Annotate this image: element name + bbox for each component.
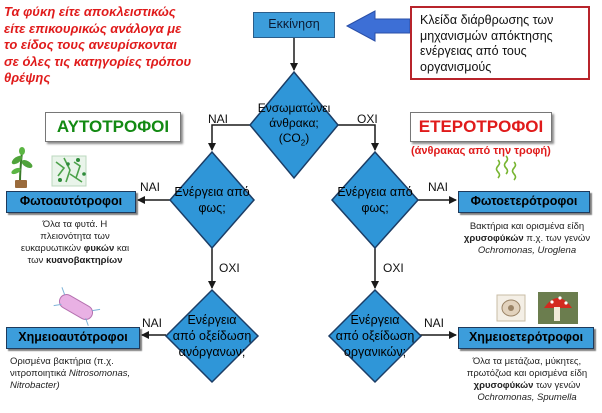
mushroom-icon bbox=[538, 292, 578, 324]
yes-label-inorganic: ΝΑΙ bbox=[142, 316, 163, 330]
question-line: Ενέργεια bbox=[350, 313, 400, 327]
photoheterotrophs-description: Βακτήρια και ορισμένα είδη χρυσοφύκών π.… bbox=[452, 221, 602, 257]
description-line: χρυσοφύκών των γενών bbox=[452, 380, 602, 392]
question-line: από οξείδωση bbox=[172, 329, 252, 343]
description-line: νιτροποιητικά Nitrosomonas, bbox=[10, 368, 140, 380]
algae-icon bbox=[51, 155, 87, 187]
question-line: φως; bbox=[198, 201, 226, 215]
description-line: Όλα τα φυτά. Η bbox=[42, 219, 108, 230]
description-bold: χρυσοφύκών bbox=[473, 380, 534, 391]
key-line: ενέργειας από τους bbox=[420, 44, 527, 58]
intro-line: είτε επικουρικώς ανάλογα με bbox=[4, 20, 182, 36]
key-line: μηχανισμών απόκτησης bbox=[420, 28, 553, 43]
connector-carbon-no bbox=[338, 124, 379, 151]
question-line: ανόργανων; bbox=[178, 345, 246, 359]
description-line: Όλα τα μετάζωα, μύκητες, bbox=[472, 356, 582, 367]
intro-line: θρέψης bbox=[4, 70, 51, 85]
decision-organic-diamond bbox=[327, 288, 423, 384]
no-label-light-right: ΟΧΙ bbox=[383, 261, 404, 275]
description-line: χρυσοφύκών π.χ. των γενών bbox=[452, 233, 602, 245]
description-line: ευκαρυωτικών φυκών και bbox=[12, 243, 138, 255]
yes-label-light-left: ΝΑΙ bbox=[140, 180, 161, 194]
decision-carbon-diamond bbox=[249, 70, 339, 180]
co2-text: (CO bbox=[278, 131, 301, 145]
description-line: Ορισμένα βακτήρια (π.χ. bbox=[10, 356, 114, 367]
start-box: Εκκίνηση bbox=[253, 12, 335, 38]
description-line: Ochromonas, Uroglena bbox=[477, 245, 577, 256]
microorganism-icon bbox=[496, 294, 526, 322]
chemoheterotrophs-description: Όλα τα μετάζωα, μύκητες, πρωτόζωα και ορ… bbox=[452, 356, 602, 404]
key-box: Κλείδα διάρθρωσης των μηχανισμών απόκτησ… bbox=[410, 6, 590, 80]
heterotrophs-label: ΕΤΕΡΟΤΡΟΦΟΙ bbox=[410, 112, 552, 142]
description-text: των γενών bbox=[533, 380, 581, 391]
description-text: π.χ. των γενών bbox=[523, 233, 591, 244]
description-bold: φυκών bbox=[83, 243, 115, 254]
description-bold: χρυσοφύκών bbox=[463, 233, 524, 244]
description-line: πρωτόζωα και ορισμένα είδη bbox=[466, 368, 588, 379]
intro-line: Τα φύκη είτε αποκλειστικώς bbox=[4, 4, 176, 19]
question-line: φως; bbox=[361, 201, 389, 215]
decision-light-right-diamond bbox=[330, 150, 420, 250]
yes-label-organic: ΝΑΙ bbox=[424, 316, 445, 330]
no-label-light-left: ΟΧΙ bbox=[219, 261, 240, 275]
decision-light-left-diamond bbox=[169, 150, 255, 250]
description-line: Βακτήρια και ορισμένα είδη bbox=[469, 221, 585, 232]
description-line: Ochromonas, Spumella bbox=[477, 392, 577, 403]
question-line: οργανικών; bbox=[343, 345, 407, 359]
question-line: Ενέργεια bbox=[187, 313, 237, 327]
heterotrophs-note: (άνθρακας από την τροφή) bbox=[411, 145, 551, 157]
bacterium-icon bbox=[53, 287, 101, 326]
intro-line: σε όλες τις κατηγορίες τρόπου bbox=[4, 53, 192, 69]
spirilla-icon bbox=[495, 155, 517, 181]
key-pointer-arrow bbox=[345, 10, 411, 42]
photoheterotrophs-box: Φωτοετερότροφοι bbox=[458, 191, 590, 213]
question-light-right: Ενέργεια από φως; bbox=[333, 184, 417, 216]
yes-label-light-right: ΝΑΙ bbox=[428, 180, 449, 194]
chemoautotrophs-box: Χημειοαυτότροφοι bbox=[6, 327, 140, 349]
connector-carbon-yes bbox=[208, 124, 250, 151]
co2-subscript: 2 bbox=[300, 138, 306, 148]
decision-inorganic-diamond bbox=[164, 288, 260, 384]
plant-icon bbox=[11, 147, 33, 188]
description-text: νιτροποιητικά bbox=[10, 368, 69, 379]
question-line: Ενέργεια από bbox=[337, 185, 413, 199]
description-line: των κυανοβακτηρίων bbox=[12, 255, 138, 267]
description-text: των bbox=[27, 255, 46, 266]
intro-line: το είδος τους ανευρίσκονται bbox=[4, 37, 177, 52]
description-text: και bbox=[114, 243, 130, 254]
photoautotrophs-description: Όλα τα φυτά. Η πλειονότητα των ευκαρυωτι… bbox=[12, 219, 138, 267]
key-line: Κλείδα διάρθρωσης των bbox=[420, 13, 554, 27]
key-line: οργανισμούς bbox=[420, 59, 492, 74]
description-bold: κυανοβακτηρίων bbox=[45, 255, 123, 266]
photoautotrophs-box: Φωτοαυτότροφοι bbox=[6, 191, 136, 213]
question-oxidation-inorganic: Ενέργεια από οξείδωση ανόργανων; bbox=[166, 312, 258, 360]
co2-tail: ) bbox=[305, 131, 310, 145]
yes-label-carbon: ΝΑΙ bbox=[208, 112, 229, 126]
question-line: άνθρακα; bbox=[269, 116, 319, 130]
intro-note: Τα φύκη είτε αποκλειστικώς είτε επικουρι… bbox=[4, 4, 230, 87]
question-carbon: Ενσωματώνει άνθρακα; (CO2) bbox=[250, 101, 338, 150]
question-line: Ενσωματώνει bbox=[257, 101, 331, 115]
autotrophs-label: ΑΥΤΟΤΡΟΦΟΙ bbox=[45, 112, 181, 142]
chemoautotrophs-description: Ορισμένα βακτήρια (π.χ. νιτροποιητικά Ni… bbox=[10, 356, 140, 392]
question-line: Ενέργεια από bbox=[174, 185, 250, 199]
chemoheterotrophs-box: Χημειοετερότροφοι bbox=[458, 327, 594, 349]
question-oxidation-organic: Ενέργεια από οξείδωση οργανικών; bbox=[329, 312, 421, 360]
description-line: Nitrobacter) bbox=[10, 380, 60, 391]
description-line: πλειονότητα των bbox=[40, 231, 110, 242]
question-light-left: Ενέργεια από φως; bbox=[170, 184, 254, 216]
no-label-carbon: ΟΧΙ bbox=[357, 112, 378, 126]
description-text: ευκαρυωτικών bbox=[20, 243, 84, 254]
question-line: από οξείδωση bbox=[335, 329, 415, 343]
question-line: (CO2) bbox=[250, 131, 338, 150]
description-italic: Nitrosomonas, bbox=[68, 368, 131, 379]
